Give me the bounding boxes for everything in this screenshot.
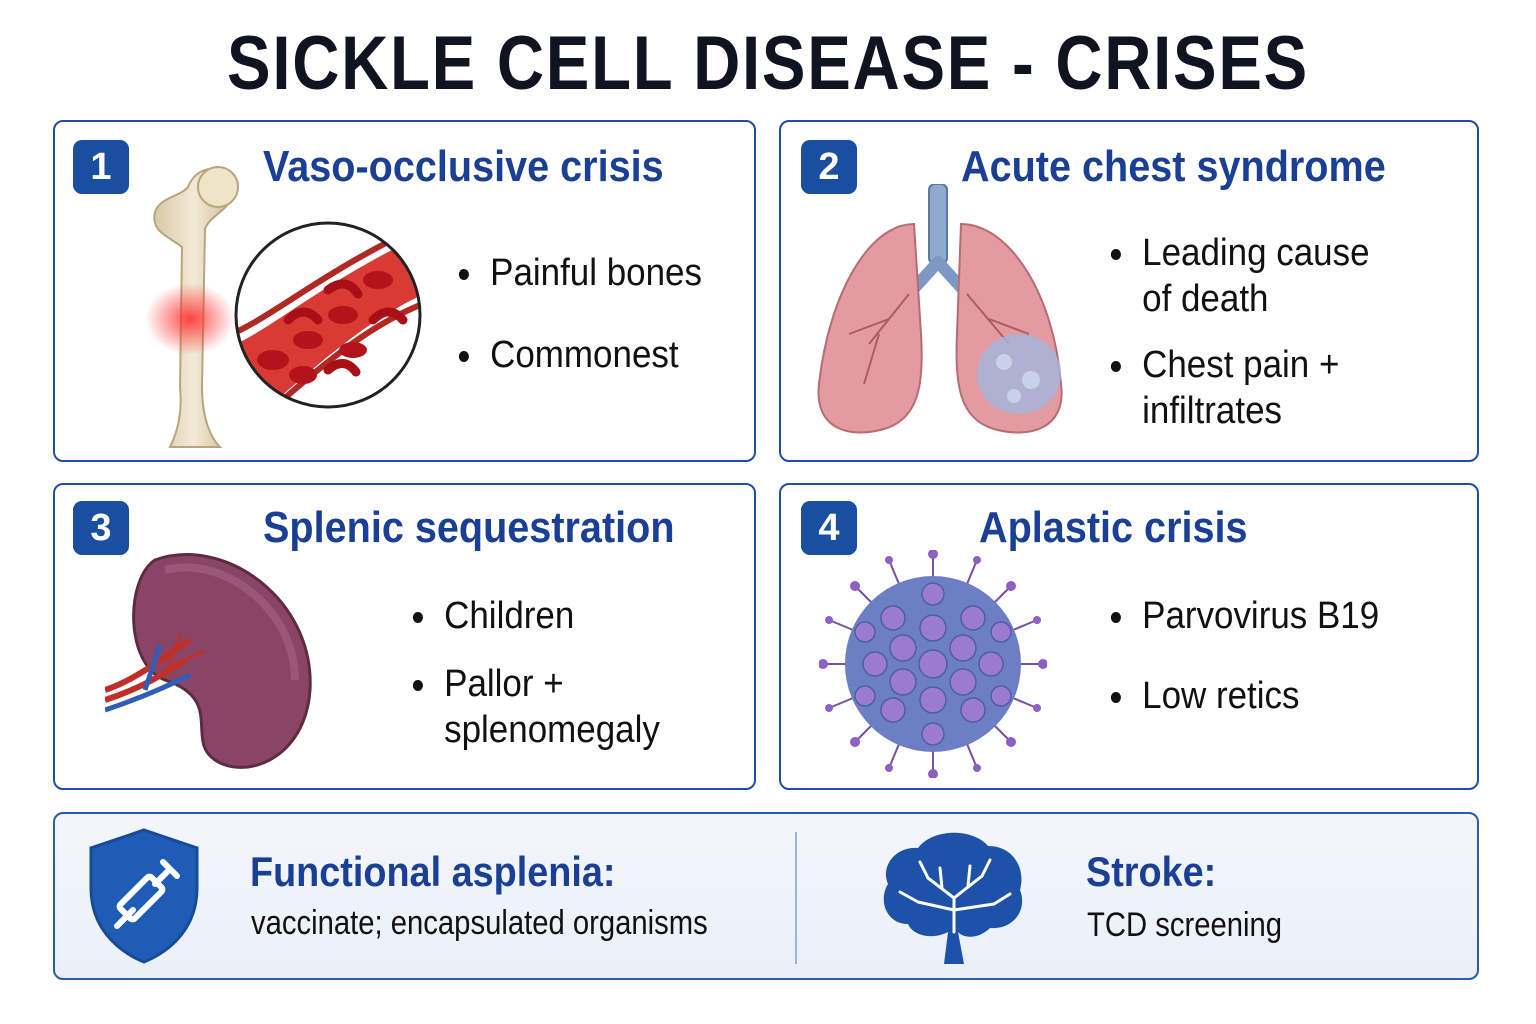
list-item: Children	[411, 593, 660, 639]
card-number-badge: 2	[801, 140, 857, 194]
footer-left-title: Functional asplenia:	[250, 848, 616, 895]
card-title: Aplastic crisis	[979, 503, 1248, 552]
list-item: Leading cause	[1109, 230, 1370, 276]
card-title: Acute chest syndrome	[961, 142, 1386, 191]
lungs-illustration	[817, 184, 1063, 434]
list-item: Commonest	[457, 332, 702, 378]
list-item: Painful bones	[457, 250, 702, 296]
list-item-continuation: splenomegaly	[444, 709, 660, 751]
card-title: Splenic sequestration	[263, 503, 675, 552]
card-vaso-occlusive: 1 Vaso-occlusive crisis	[53, 120, 756, 462]
shield-syringe-icon	[89, 828, 199, 964]
bullet-list: Parvovirus B19 Low retics	[1109, 593, 1403, 719]
femur-bone-illustration	[145, 166, 239, 448]
sickle-cells-in-vessel-illustration	[234, 221, 422, 409]
card-splenic-sequestration: 3 Splenic sequestration Children Pallor …	[53, 483, 756, 790]
list-item-continuation: infiltrates	[1142, 390, 1283, 432]
card-acute-chest-syndrome: 2 Acute chest syndrome Leading cause of …	[779, 120, 1479, 462]
list-item: Low retics	[1109, 673, 1379, 719]
card-number-badge: 3	[73, 501, 129, 555]
footer-panel: Functional asplenia: vaccinate; encapsul…	[53, 812, 1479, 980]
list-item: Pallor +	[411, 661, 660, 707]
bullet-list: Painful bones Commonest	[457, 250, 723, 378]
footer-right-text: TCD screening	[1087, 906, 1283, 944]
page-title: SICKLE CELL DISEASE - CRISES	[227, 21, 1309, 106]
footer-right-title: Stroke:	[1086, 848, 1217, 895]
spleen-illustration	[105, 553, 312, 769]
list-item: Parvovirus B19	[1109, 593, 1379, 639]
card-number-badge: 1	[73, 140, 129, 194]
parvovirus-illustration	[819, 550, 1047, 778]
bullet-list: Children Pallor + splenomegaly	[411, 593, 681, 753]
footer-left-text: vaccinate; encapsulated organisms	[251, 904, 708, 942]
bullet-list: Leading cause of death Chest pain + infi…	[1109, 230, 1392, 434]
card-aplastic-crisis: 4 Aplastic crisis	[779, 483, 1479, 790]
brain-icon	[883, 832, 1023, 964]
list-item: Chest pain +	[1109, 342, 1370, 388]
list-item-continuation: of death	[1142, 278, 1269, 320]
footer-divider	[795, 832, 797, 964]
card-number-badge: 4	[801, 501, 857, 555]
card-title: Vaso-occlusive crisis	[263, 142, 664, 191]
